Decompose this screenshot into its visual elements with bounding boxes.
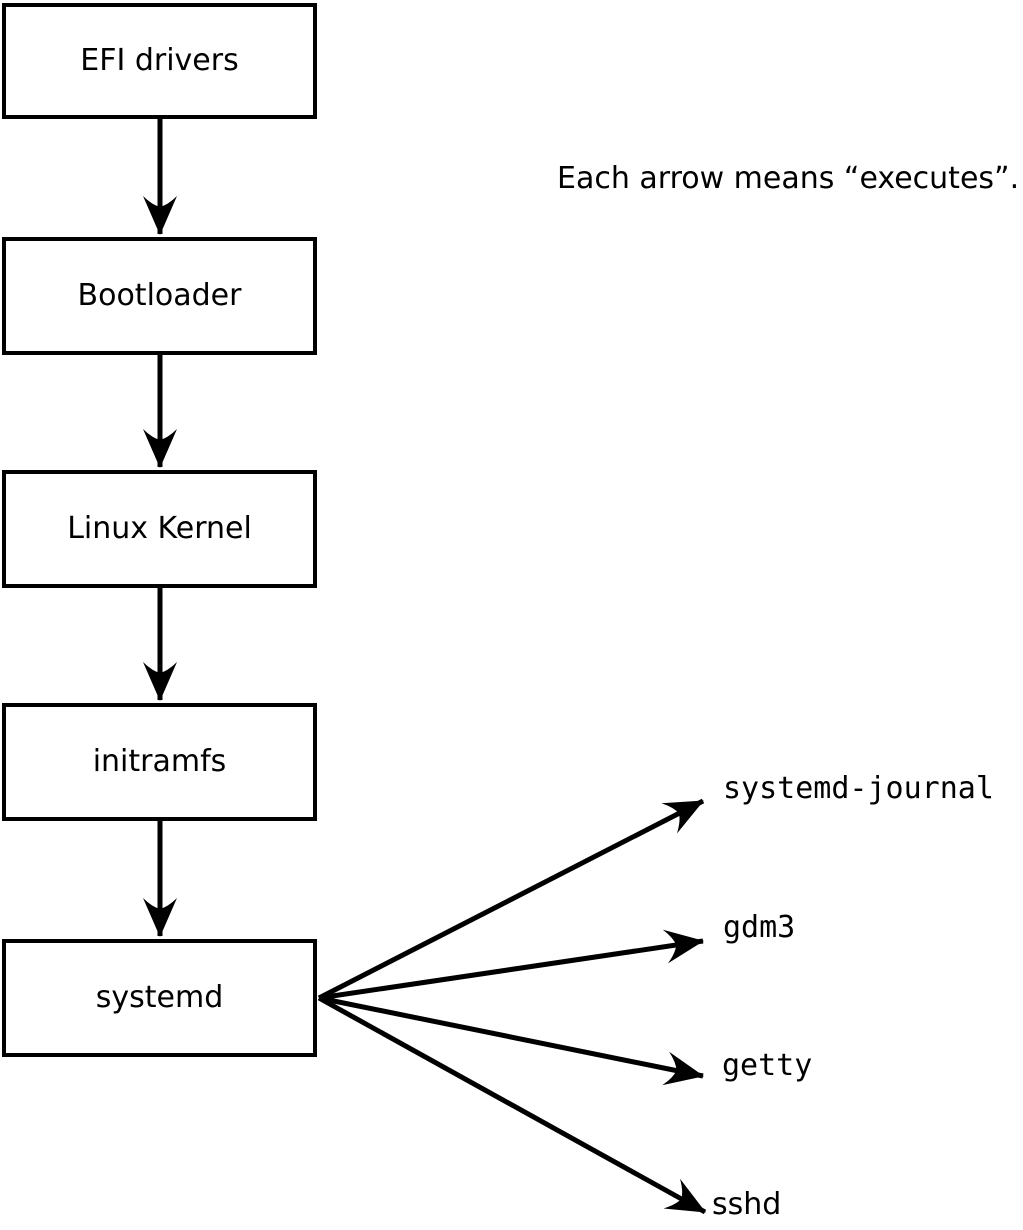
flow-node-label: systemd	[95, 980, 224, 1015]
executes-arrow-systemd-to-getty	[318, 995, 704, 1086]
executes-arrow-systemd-to-journal	[317, 798, 705, 1001]
process-label-systemd-journal: systemd-journal	[723, 771, 994, 806]
flow-node-linux-kernel: Linux Kernel	[2, 470, 317, 588]
process-label-sshd: sshd	[712, 1187, 782, 1222]
flow-node-initramfs: initramfs	[2, 703, 317, 821]
flow-node-label: Bootloader	[77, 278, 242, 313]
flow-node-efi-drivers: EFI drivers	[2, 3, 317, 119]
executes-arrow-systemd-to-sshd	[317, 995, 707, 1215]
flow-node-label: EFI drivers	[80, 43, 239, 78]
flow-node-label: initramfs	[92, 744, 227, 779]
flow-node-bootloader: Bootloader	[2, 237, 317, 355]
executes-arrow-systemd-to-gdm3	[318, 929, 704, 1001]
process-label-getty: getty	[722, 1048, 813, 1083]
process-label-gdm3: gdm3	[723, 910, 796, 945]
arrow-legend-caption: Each arrow means “executes”.	[557, 161, 1020, 196]
flow-node-label: Linux Kernel	[67, 511, 252, 546]
flow-node-systemd: systemd	[2, 939, 317, 1057]
